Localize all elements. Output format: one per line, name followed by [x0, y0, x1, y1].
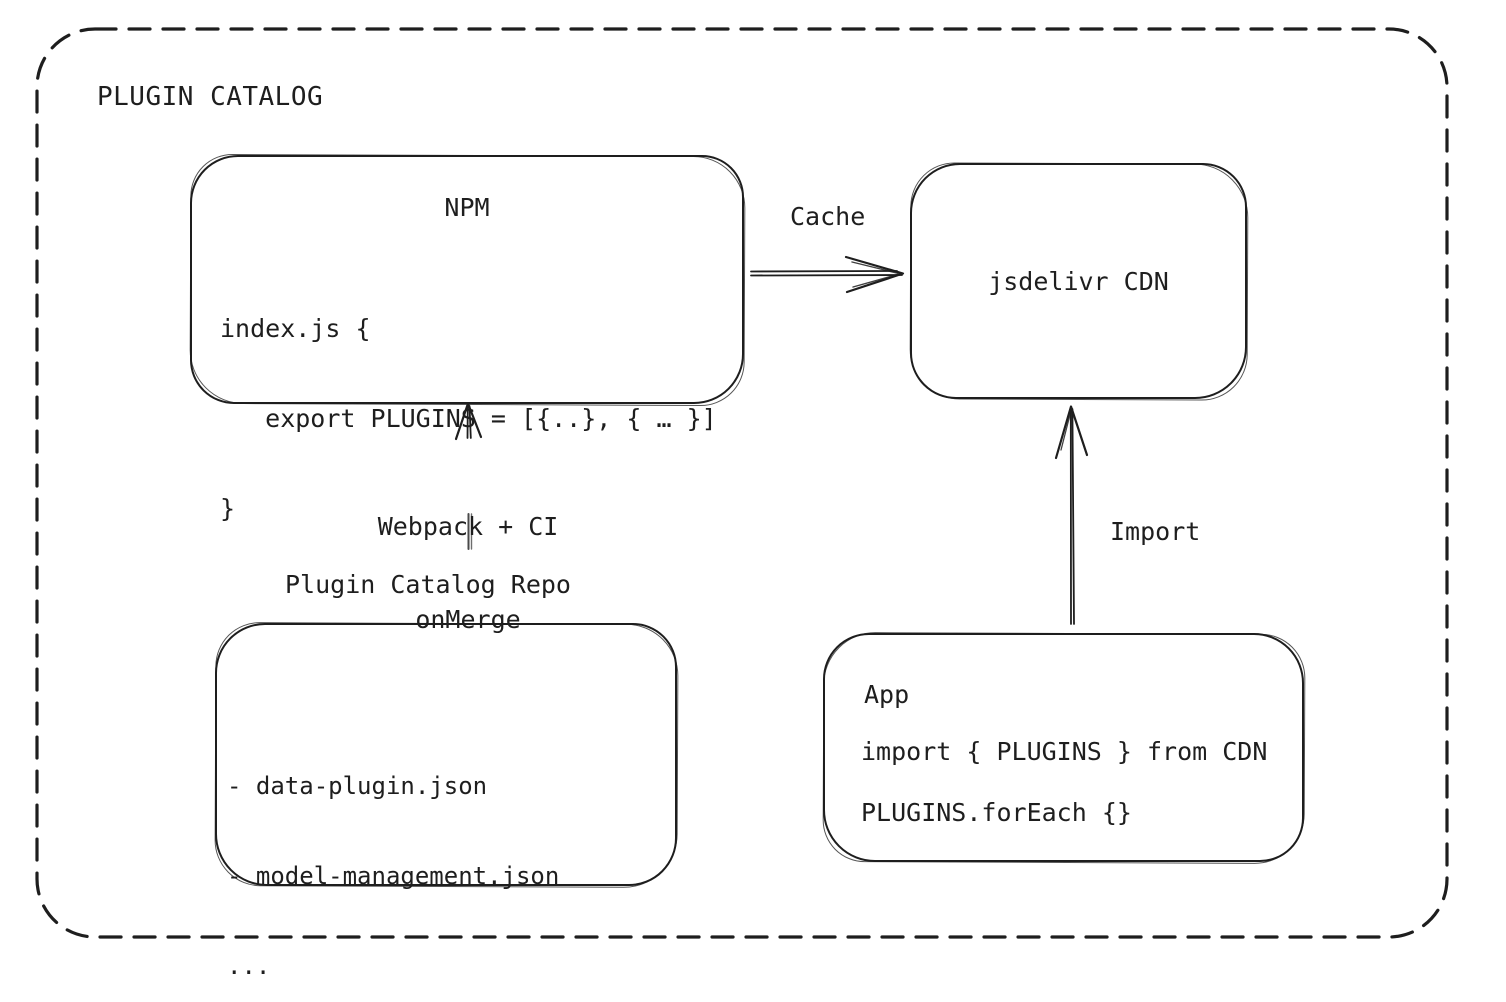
code-line: }	[220, 494, 236, 523]
diagram-title: PLUGIN CATALOG	[97, 82, 324, 112]
node-repo: - data-plugin.json - model-management.js…	[215, 623, 677, 980]
cache-arrow	[750, 255, 905, 294]
build-connector-line	[467, 513, 473, 550]
list-item: - data-plugin.json	[227, 772, 488, 800]
node-npm-code: index.js { export PLUGINS = [{..}, { … }…	[220, 254, 717, 584]
list-item: ...	[227, 952, 271, 980]
build-arrow-label-line1: Webpack + CI	[377, 512, 559, 541]
plugin-catalog-border	[35, 27, 1449, 939]
node-npm: NPM index.js { export PLUGINS = [{..}, {…	[190, 155, 744, 523]
node-npm-title: NPM	[444, 193, 490, 222]
import-arrow	[1054, 405, 1089, 625]
code-line: index.js {	[220, 314, 371, 343]
node-repo-files: - data-plugin.json - model-management.js…	[227, 711, 559, 1002]
code-line: export PLUGINS = [{..}, { … }]	[220, 404, 717, 433]
list-item: - model-management.json	[227, 862, 560, 890]
node-cdn: jsdelivr CDN	[910, 163, 1247, 399]
build-arrow-label: Webpack + CI onMerge	[348, 449, 588, 697]
cache-arrow-label: Cache	[790, 202, 866, 231]
node-cdn-title: jsdelivr CDN	[988, 266, 1169, 296]
node-app-title: App	[864, 680, 910, 709]
node-app: App import { PLUGINS } from CDN PLUGINS.…	[823, 633, 1304, 862]
build-arrow-label-line2: onMerge	[415, 605, 521, 634]
import-arrow-label: Import	[1110, 517, 1201, 546]
code-line: import { PLUGINS } from CDN	[861, 737, 1268, 766]
node-repo-title: Plugin Catalog Repo	[285, 570, 571, 599]
code-line: PLUGINS.forEach {}	[861, 798, 1132, 827]
